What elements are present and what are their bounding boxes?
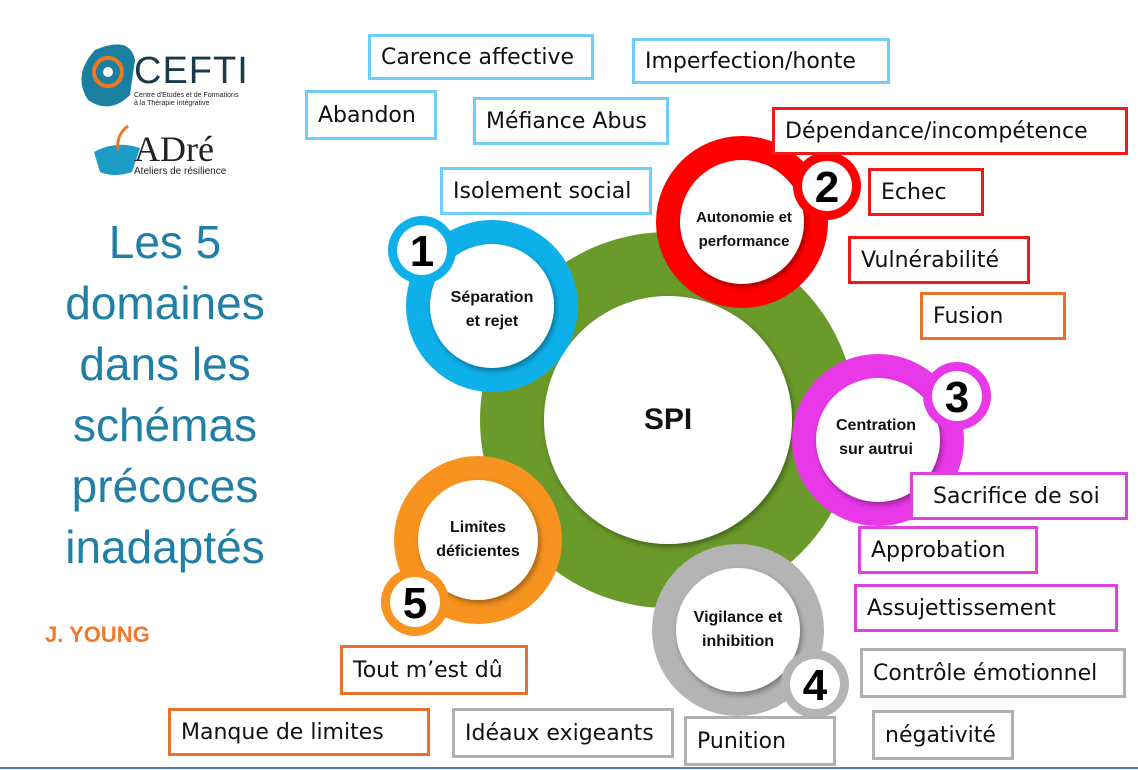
schema-box: Sacrifice de soi [910, 472, 1128, 520]
center-label: SPI [643, 403, 693, 436]
adre-subtitle: Ateliers de résilience [134, 166, 227, 177]
schema-box: Méfiance Abus [473, 97, 669, 145]
schema-box: Punition [684, 716, 836, 766]
domain-2-circle [656, 136, 861, 308]
center-circle [544, 296, 792, 544]
schema-box: Contrôle émotionnel [860, 648, 1126, 698]
adre-name: ADré [134, 129, 214, 169]
domain-1-number: 1 [409, 227, 435, 276]
schema-box: Echec [868, 168, 984, 216]
schema-box: Abandon [305, 90, 437, 140]
domain-4-circle [652, 544, 849, 718]
schema-box: Fusion [920, 292, 1066, 340]
author: J. YOUNG [45, 622, 150, 647]
domain-3-number: 3 [944, 373, 970, 422]
domain-2-number: 2 [814, 163, 840, 212]
cefti-subtitle: Centre d'Etudes et de Formations à la Th… [134, 92, 239, 107]
schema-box: Approbation [858, 526, 1038, 574]
schema-box: Dépendance/incompétence [772, 107, 1128, 155]
cefti-name: CEFTI [134, 50, 249, 92]
schema-box: Manque de limites [168, 708, 430, 756]
schema-box: Assujettissement [854, 584, 1118, 632]
schema-box: Vulnérabilité [848, 236, 1030, 284]
domain-4-number: 4 [802, 661, 828, 710]
schema-box: Isolement social [440, 167, 652, 215]
schema-box: Tout m’est dû [340, 645, 528, 695]
schema-box: Imperfection/honte [632, 38, 890, 84]
domain-5-circle [381, 456, 562, 636]
schema-box: Carence affective [368, 34, 594, 80]
schema-box: Idéaux exigeants [452, 708, 674, 758]
cefti-logo-graphic [81, 44, 140, 175]
domain-5-number: 5 [402, 579, 428, 628]
schema-box: négativité [872, 710, 1014, 760]
slide-title: Les 5 domaines dans les schémas précoces… [65, 216, 265, 573]
domain-1-circle [388, 216, 578, 392]
